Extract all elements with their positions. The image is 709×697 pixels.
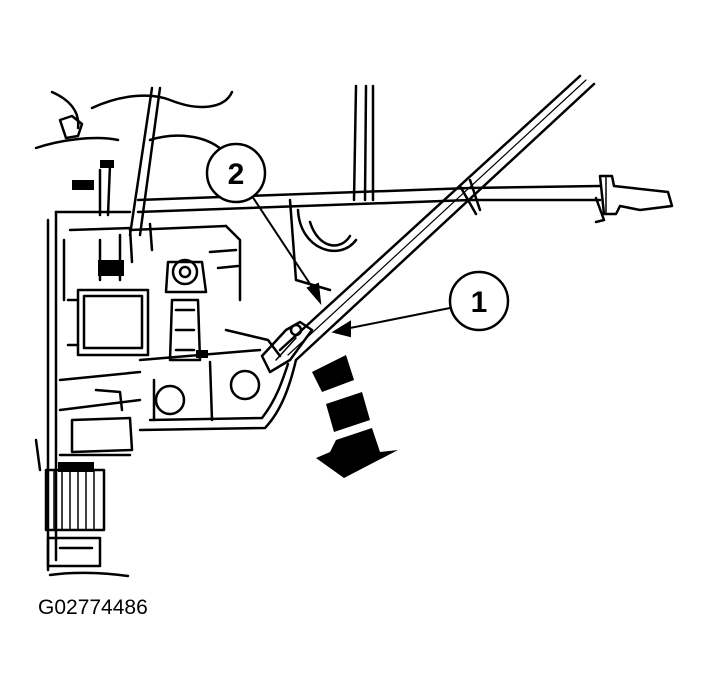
direction-arrow bbox=[312, 355, 398, 478]
callout-2: 2 bbox=[205, 142, 267, 204]
callout-1: 1 bbox=[448, 270, 510, 332]
leader-lines bbox=[247, 189, 451, 338]
callout-2-number: 2 bbox=[228, 158, 245, 191]
figure-id: G02774486 bbox=[38, 596, 148, 619]
solid-fills bbox=[58, 160, 208, 472]
mechanism-drawing bbox=[34, 74, 674, 578]
callout-1-number: 1 bbox=[471, 286, 488, 319]
